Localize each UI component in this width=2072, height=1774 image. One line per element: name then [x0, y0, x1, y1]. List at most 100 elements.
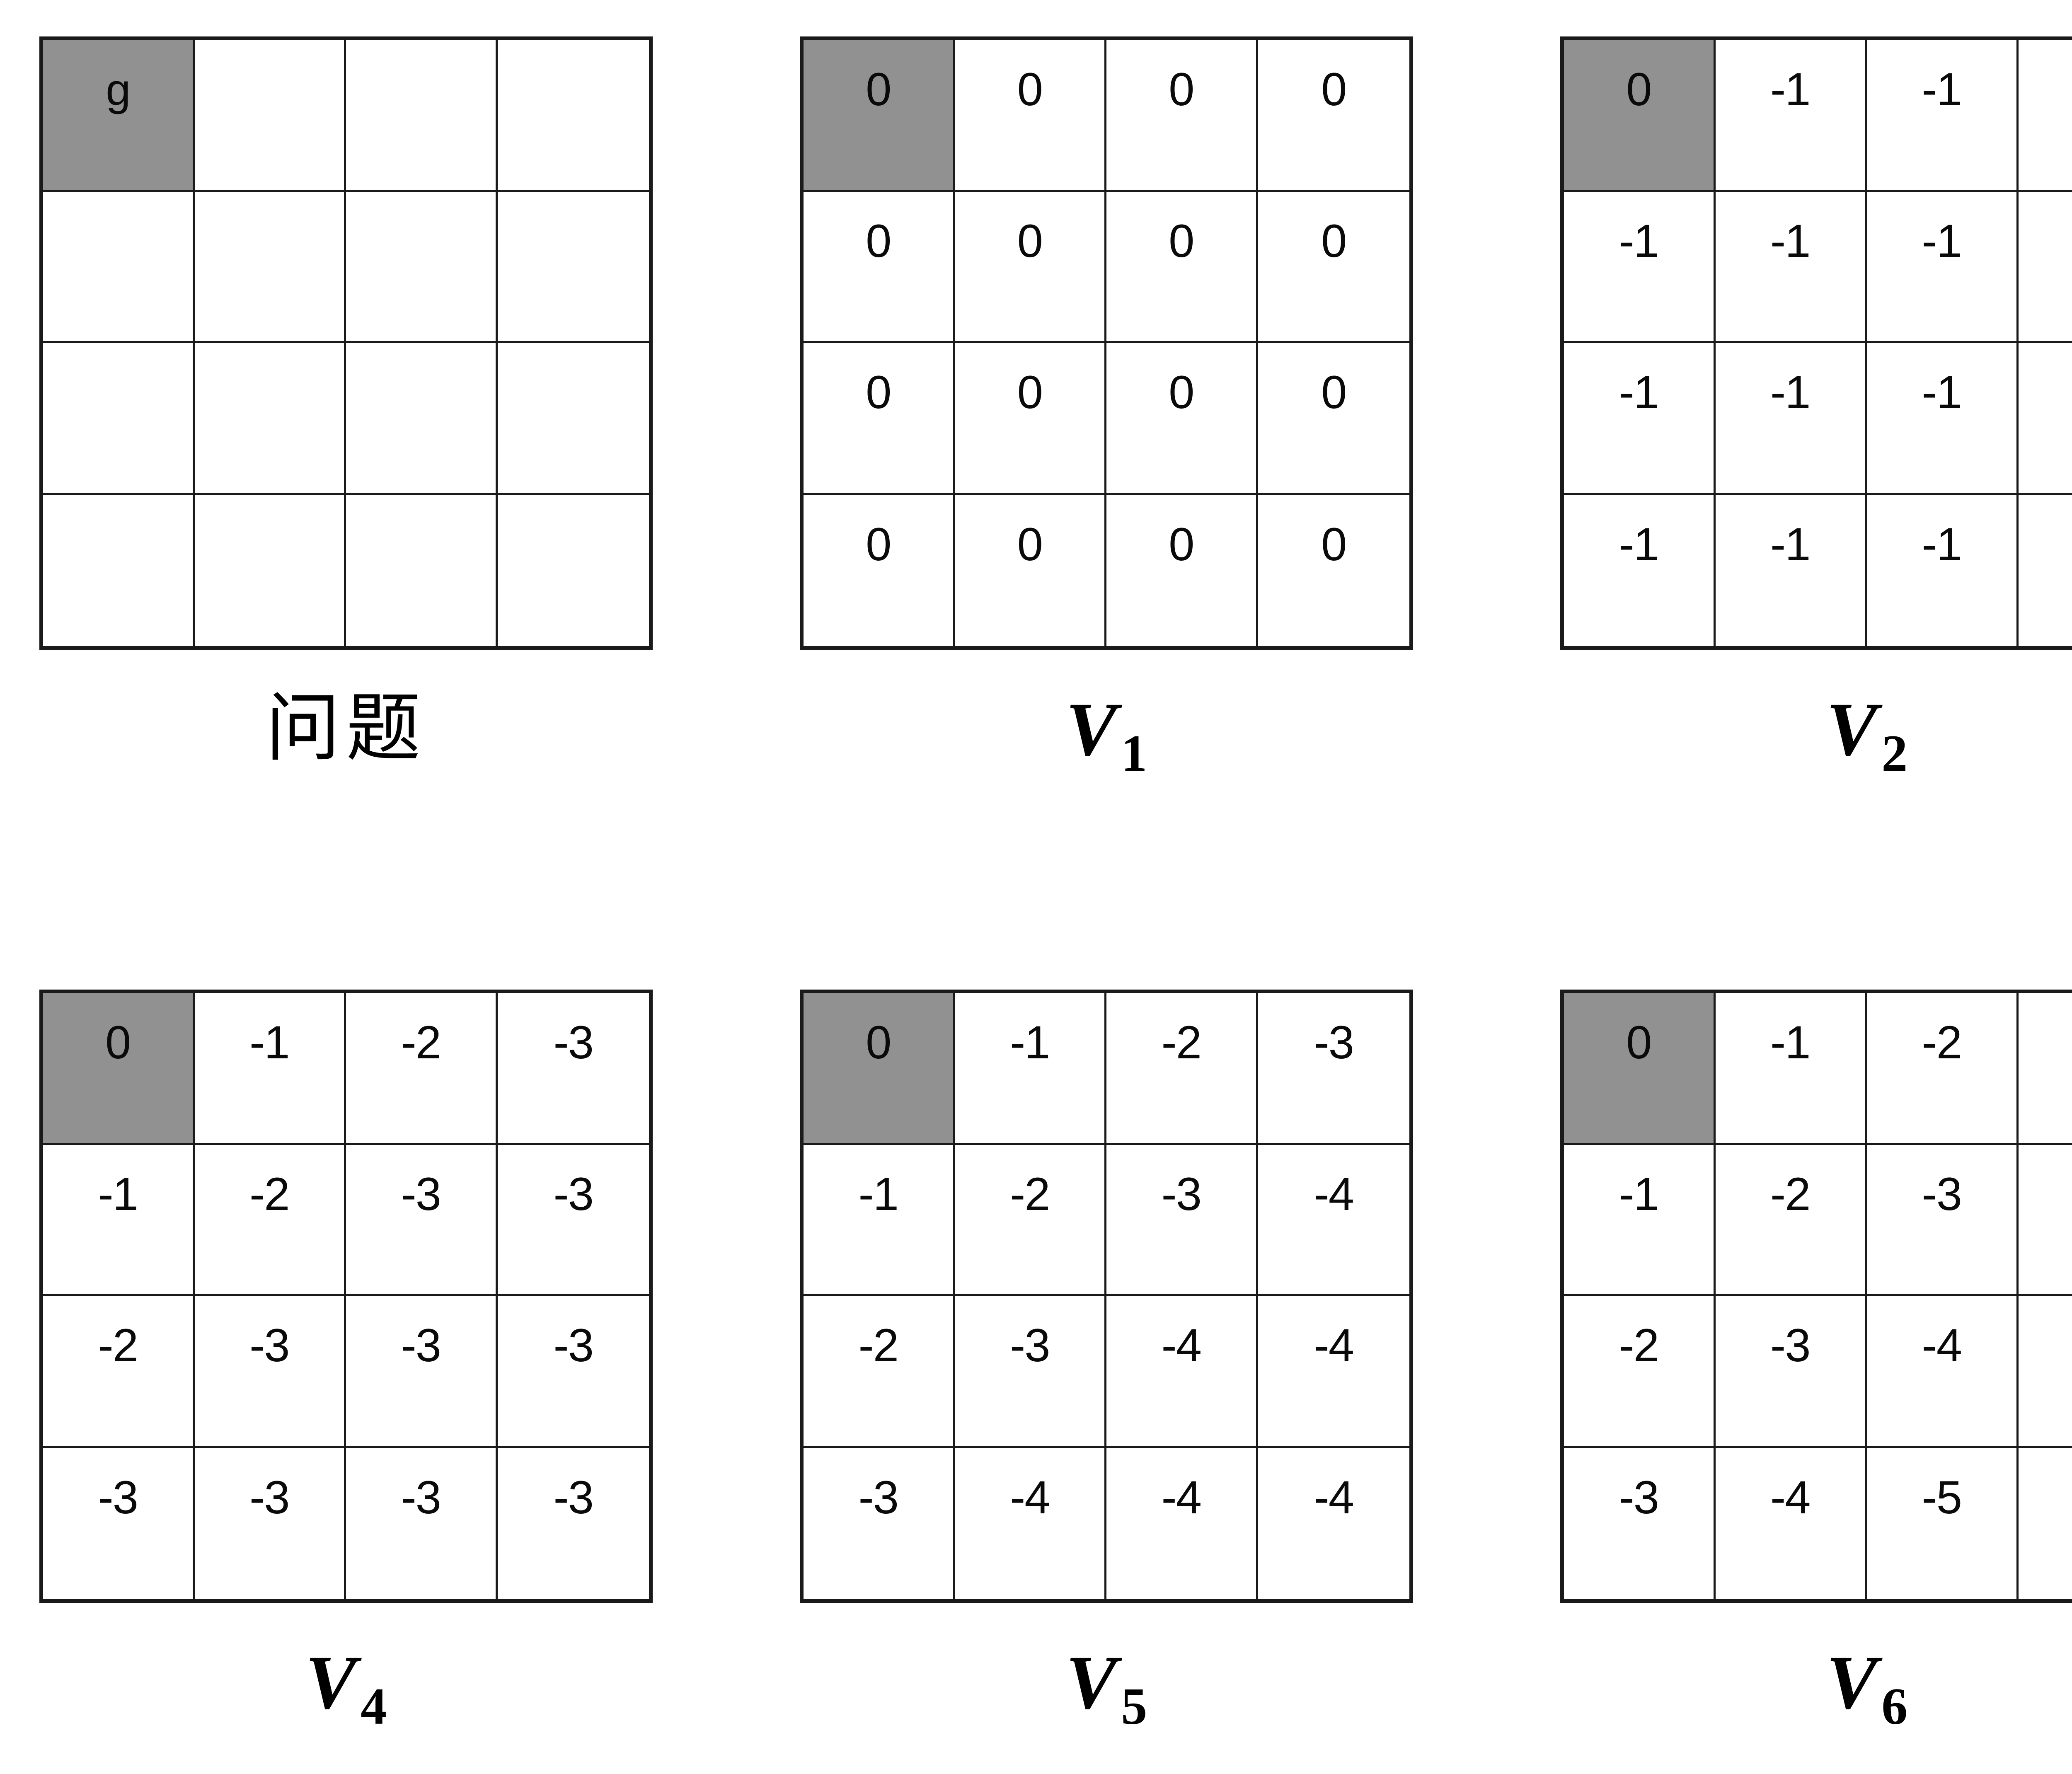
grid-cell[interactable]: 0 — [1106, 191, 1258, 343]
grid-cell[interactable]: -1 — [1715, 993, 1867, 1145]
grid-cell[interactable]: -2 — [955, 1145, 1106, 1296]
grid-cell[interactable]: -2 — [43, 1296, 195, 1448]
grid-cell[interactable]: -5 — [2018, 1296, 2072, 1448]
grid-cell[interactable] — [43, 343, 195, 495]
grid-cell[interactable]: -1 — [1564, 1145, 1716, 1296]
grid-cell[interactable]: -4 — [1715, 1447, 1867, 1599]
grid-cell[interactable] — [43, 494, 195, 646]
goal-cell[interactable]: 0 — [1564, 40, 1716, 192]
grid-cell[interactable]: -4 — [1106, 1447, 1258, 1599]
grid-cell[interactable] — [346, 40, 498, 192]
grid-cell[interactable]: -2 — [1867, 993, 2019, 1145]
grid-cell[interactable]: -1 — [1564, 343, 1716, 495]
grid-cell[interactable]: -3 — [346, 1447, 498, 1599]
grid-cell[interactable]: -2 — [1106, 993, 1258, 1145]
grid-cell[interactable]: -3 — [43, 1447, 195, 1599]
goal-cell[interactable]: 0 — [1564, 993, 1716, 1145]
grid-cell[interactable]: 0 — [1258, 40, 1409, 192]
caption-problem: 问题 — [39, 691, 653, 766]
grid-cell[interactable]: -1 — [2018, 494, 2072, 646]
grid-cell[interactable]: -2 — [1564, 1296, 1716, 1448]
grid-cell[interactable]: 0 — [1258, 191, 1409, 343]
grid-cell[interactable]: -1 — [43, 1145, 195, 1296]
grid-cell[interactable] — [346, 494, 498, 646]
cell-value: 0 — [1626, 1016, 1652, 1069]
grid-cell[interactable]: -4 — [2018, 1145, 2072, 1296]
grid-cell[interactable] — [497, 40, 649, 192]
grid-cell[interactable]: -3 — [1867, 1145, 2019, 1296]
grid-cell[interactable]: -4 — [1106, 1296, 1258, 1448]
grid-cell[interactable] — [194, 494, 346, 646]
grid-cell[interactable]: 0 — [955, 494, 1106, 646]
cell-value: -1 — [1619, 215, 1659, 267]
goal-cell[interactable]: 0 — [804, 40, 955, 192]
grid-cell[interactable]: -3 — [346, 1296, 498, 1448]
grid-cell[interactable]: 0 — [1106, 343, 1258, 495]
grid-cell[interactable]: -1 — [1715, 40, 1867, 192]
grid-cell[interactable]: -1 — [1715, 343, 1867, 495]
grid-cell[interactable]: 0 — [1106, 494, 1258, 646]
grid-cell[interactable]: -2 — [804, 1296, 955, 1448]
grid-cell[interactable]: -3 — [194, 1296, 346, 1448]
grid-cell[interactable] — [497, 191, 649, 343]
grid-cell[interactable]: -1 — [1867, 40, 2019, 192]
grid-cell[interactable] — [497, 494, 649, 646]
grid-cell[interactable]: -1 — [1867, 191, 2019, 343]
grid-cell[interactable]: -5 — [1867, 1447, 2019, 1599]
grid-cell[interactable]: 0 — [955, 191, 1106, 343]
grid-cell[interactable]: -1 — [2018, 343, 2072, 495]
grid-cell[interactable]: -1 — [955, 993, 1106, 1145]
grid-cell[interactable] — [194, 191, 346, 343]
grid-cell[interactable]: -4 — [1258, 1296, 1409, 1448]
grid-cell[interactable]: -2 — [1715, 1145, 1867, 1296]
grid-cell[interactable]: -1 — [1715, 494, 1867, 646]
grid-cell[interactable] — [194, 40, 346, 192]
grid-cell[interactable]: -4 — [1258, 1447, 1409, 1599]
grid-cell[interactable]: -5 — [2018, 1447, 2072, 1599]
grid-cell[interactable] — [43, 191, 195, 343]
grid-cell[interactable]: -2 — [346, 993, 498, 1145]
grid-cell[interactable]: 0 — [955, 40, 1106, 192]
grid-cell[interactable] — [497, 343, 649, 495]
grid-cell[interactable]: -3 — [1564, 1447, 1716, 1599]
grid-cell[interactable]: -1 — [194, 993, 346, 1145]
cell-value: -2 — [98, 1319, 138, 1372]
grid-cell[interactable]: -3 — [497, 1145, 649, 1296]
grid-cell[interactable]: -1 — [804, 1145, 955, 1296]
grid-cell[interactable]: -4 — [955, 1447, 1106, 1599]
grid-cell[interactable]: 0 — [1258, 494, 1409, 646]
grid-cell[interactable] — [194, 343, 346, 495]
grid-cell[interactable]: -1 — [1867, 494, 2019, 646]
grid-cell[interactable]: 0 — [1258, 343, 1409, 495]
grid-cell[interactable]: -3 — [346, 1145, 498, 1296]
grid-cell[interactable]: -3 — [804, 1447, 955, 1599]
goal-cell[interactable]: 0 — [804, 993, 955, 1145]
grid-cell[interactable]: 0 — [804, 494, 955, 646]
grid-cell[interactable]: -4 — [1258, 1145, 1409, 1296]
grid-cell[interactable]: -2 — [194, 1145, 346, 1296]
grid-cell[interactable]: -1 — [2018, 40, 2072, 192]
grid-cell[interactable]: -3 — [497, 993, 649, 1145]
grid-cell[interactable] — [346, 343, 498, 495]
grid-cell[interactable]: -3 — [955, 1296, 1106, 1448]
grid-cell[interactable]: -3 — [2018, 993, 2072, 1145]
grid-cell[interactable]: -3 — [497, 1447, 649, 1599]
grid-cell[interactable] — [346, 191, 498, 343]
grid-cell[interactable]: -3 — [1715, 1296, 1867, 1448]
grid-cell[interactable]: -1 — [1715, 191, 1867, 343]
grid-cell[interactable]: -1 — [2018, 191, 2072, 343]
grid-cell[interactable]: -4 — [1867, 1296, 2019, 1448]
goal-cell[interactable]: g — [43, 40, 195, 192]
grid-cell[interactable]: -3 — [194, 1447, 346, 1599]
goal-cell[interactable]: 0 — [43, 993, 195, 1145]
grid-cell[interactable]: -3 — [497, 1296, 649, 1448]
grid-cell[interactable]: 0 — [804, 191, 955, 343]
grid-cell[interactable]: -3 — [1258, 993, 1409, 1145]
grid-cell[interactable]: 0 — [804, 343, 955, 495]
grid-cell[interactable]: -3 — [1106, 1145, 1258, 1296]
grid-cell[interactable]: -1 — [1564, 191, 1716, 343]
grid-cell[interactable]: 0 — [955, 343, 1106, 495]
grid-cell[interactable]: -1 — [1564, 494, 1716, 646]
grid-cell[interactable]: 0 — [1106, 40, 1258, 192]
grid-cell[interactable]: -1 — [1867, 343, 2019, 495]
